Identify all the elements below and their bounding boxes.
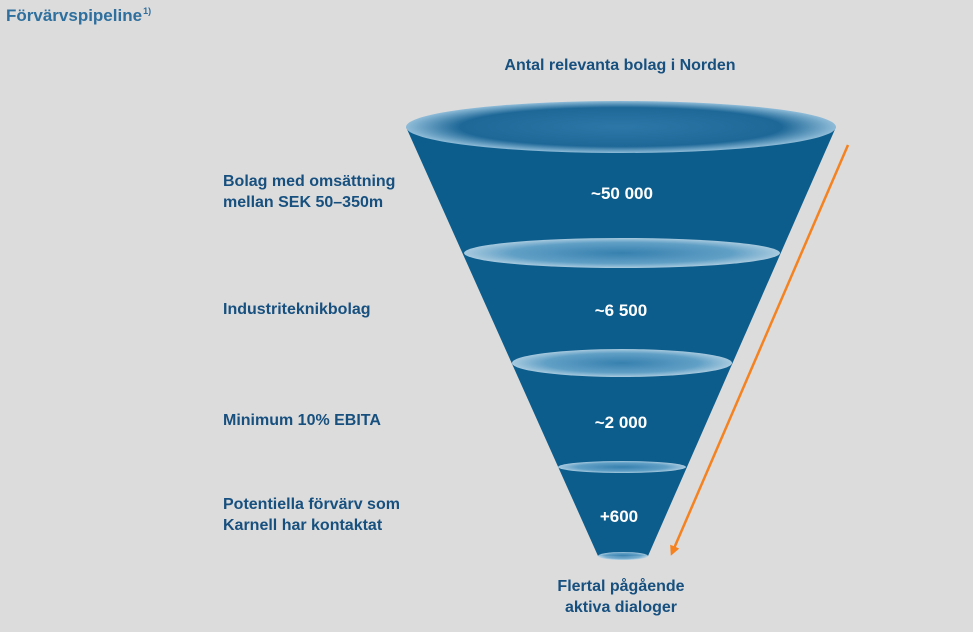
funnel-value-stage-3: ~2 000 [595,413,647,432]
stage-label-ebita: Minimum 10% EBITA [223,410,433,431]
funnel-top-ellipse [406,101,836,153]
funnel-footer: Flertal pågående aktiva dialoger [521,576,721,618]
stage-label-line: Potentiella förvärv som [223,496,400,513]
stage-label-line: Minimum 10% EBITA [223,412,381,429]
page-title: Förvärvspipeline1) [6,6,151,26]
page-title-text: Förvärvspipeline [6,6,143,25]
stage-label-line: Bolag med omsättning [223,173,396,190]
funnel-value-stage-4: +600 [600,507,638,526]
footer-line: aktiva dialoger [564,599,678,616]
footer-line: Flertal pågående [557,578,685,595]
funnel-header: Antal relevanta bolag i Norden [504,57,736,74]
stage-label-revenue: Bolag med omsättning mellan SEK 50–350m [223,171,433,213]
title-footnote: 1) [143,6,152,16]
funnel-bottom-ellipse [598,552,648,560]
stage-label-line: Karnell har kontaktat [223,517,383,534]
stage-label-line: mellan SEK 50–350m [223,194,384,211]
stage-label-line: Industriteknikbolag [223,301,371,318]
funnel-value-stage-1: ~50 000 [591,184,653,203]
stage-label-contacted: Potentiella förvärv som Karnell har kont… [223,494,433,536]
funnel-ring-1 [464,238,780,268]
pipeline-arrow [670,144,850,556]
funnel-value-stage-2: ~6 500 [595,301,647,320]
funnel-ring-2 [512,349,732,377]
funnel-cone [406,127,836,556]
stage-label-industrial: Industriteknikbolag [223,299,433,320]
funnel-ring-3 [558,461,686,473]
